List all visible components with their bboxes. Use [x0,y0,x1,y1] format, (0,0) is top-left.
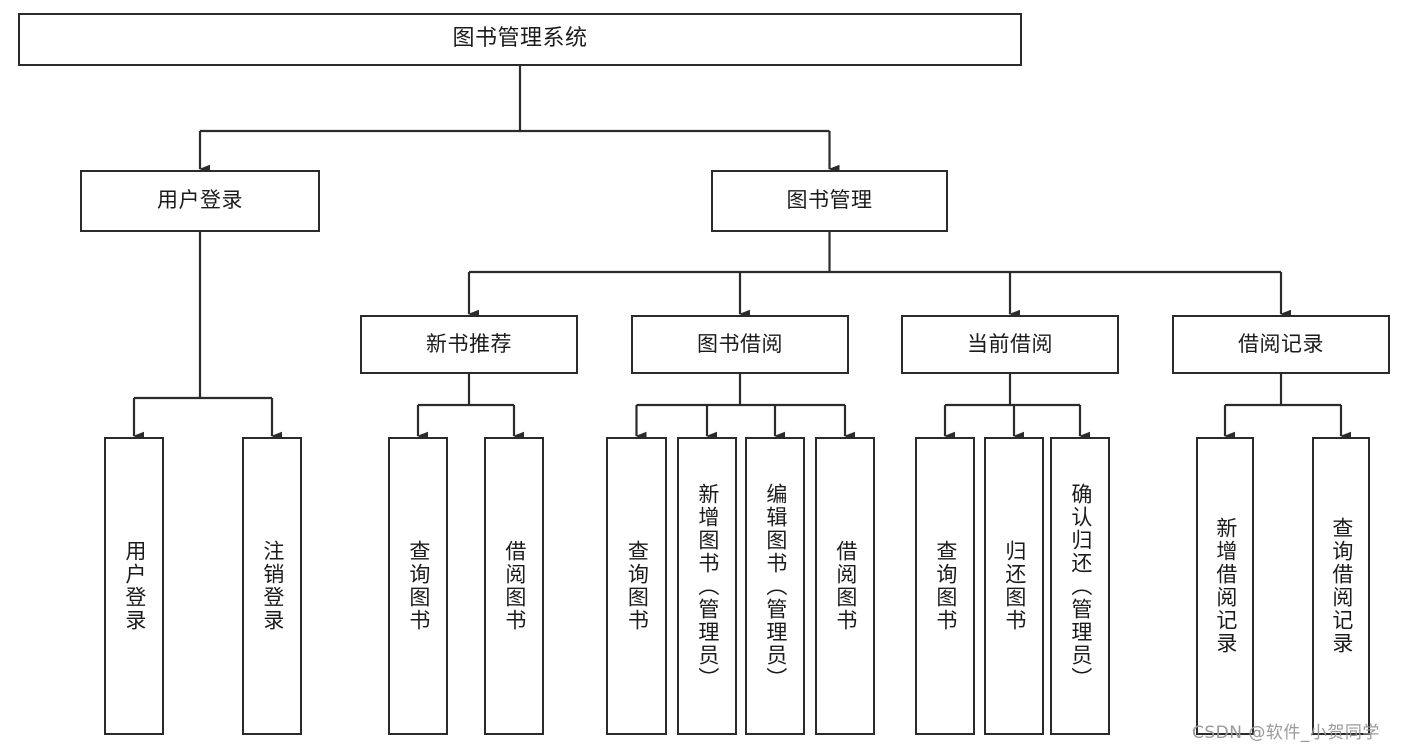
node-leaf-return-book[interactable]: 归还图书 [984,437,1044,735]
node-current-borrow[interactable]: 当前借阅 [901,315,1119,374]
node-leaf-query-book-2[interactable]: 查询图书 [606,437,667,735]
node-root[interactable]: 图书管理系统 [18,13,1022,66]
node-leaf-borrow-book-2[interactable]: 借阅图书 [815,437,875,735]
node-label: 图书管理系统 [452,26,588,52]
node-leaf-confirm-return[interactable]: 确认归还（管理员） [1050,437,1110,735]
node-label: 归还图书 [1002,540,1027,632]
node-leaf-edit-book[interactable]: 编辑图书（管理员） [745,437,805,735]
node-label: 查询图书 [625,540,650,632]
node-label: 借阅记录 [1238,331,1324,356]
node-label: 查询图书 [406,540,431,632]
node-book-borrow[interactable]: 图书借阅 [631,315,849,374]
node-leaf-add-book[interactable]: 新增图书（管理员） [677,437,737,735]
node-leaf-add-record[interactable]: 新增借阅记录 [1196,437,1254,735]
node-label: 图书管理 [786,188,873,213]
node-label: 新书推荐 [426,331,512,356]
node-label: 当前借阅 [967,331,1053,356]
node-leaf-query-record[interactable]: 查询借阅记录 [1312,437,1370,735]
node-label: 注销登录 [260,540,285,632]
node-book-manage[interactable]: 图书管理 [711,170,948,232]
node-borrow-record[interactable]: 借阅记录 [1172,315,1390,374]
node-new-book-rec[interactable]: 新书推荐 [360,315,578,374]
node-label: 确认归还（管理员） [1068,482,1093,690]
node-user-login[interactable]: 用户登录 [80,170,320,232]
node-label: 用户登录 [122,540,147,632]
node-label: 查询借阅记录 [1329,517,1354,655]
node-label: 借阅图书 [502,540,527,632]
node-leaf-query-book-3[interactable]: 查询图书 [915,437,975,735]
csdn-watermark: CSDN @软件_小贺同学 [1192,723,1380,743]
node-leaf-query-book-1[interactable]: 查询图书 [388,437,448,735]
node-label: 图书借阅 [697,331,783,356]
node-label: 查询图书 [933,540,958,632]
node-leaf-borrow-book-1[interactable]: 借阅图书 [484,437,544,735]
node-leaf-logout[interactable]: 注销登录 [242,437,302,735]
node-label: 新增图书（管理员） [695,482,720,690]
node-label: 新增借阅记录 [1213,517,1238,655]
node-label: 编辑图书（管理员） [763,482,788,690]
node-label: 用户登录 [157,188,243,213]
node-label: 借阅图书 [833,540,858,632]
node-leaf-user-login[interactable]: 用户登录 [104,437,164,735]
